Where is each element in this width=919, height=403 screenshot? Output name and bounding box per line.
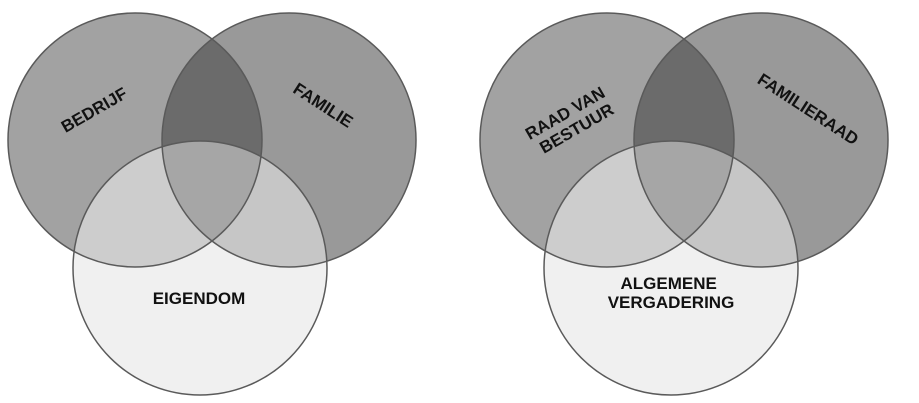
outline-familie <box>161 12 417 268</box>
label-algemene-vergadering: ALGEMENE VERGADERING <box>608 274 735 312</box>
venn-diagram-1: BEDRIJF FAMILIE EIGENDOM <box>7 12 417 396</box>
venn-diagram-2: RAAD VAN BESTUUR FAMILIERAAD ALGEMENE VE… <box>479 12 889 396</box>
outline-raad-van-bestuur <box>479 12 735 268</box>
outline-eigendom <box>72 140 328 396</box>
outline-bedrijf <box>7 12 263 268</box>
label-eigendom: EIGENDOM <box>153 289 246 308</box>
outline-familieraad <box>633 12 889 268</box>
outline-algemene-vergadering <box>543 140 799 396</box>
overlap-center <box>162 141 262 267</box>
overlap-center-2 <box>634 141 734 267</box>
